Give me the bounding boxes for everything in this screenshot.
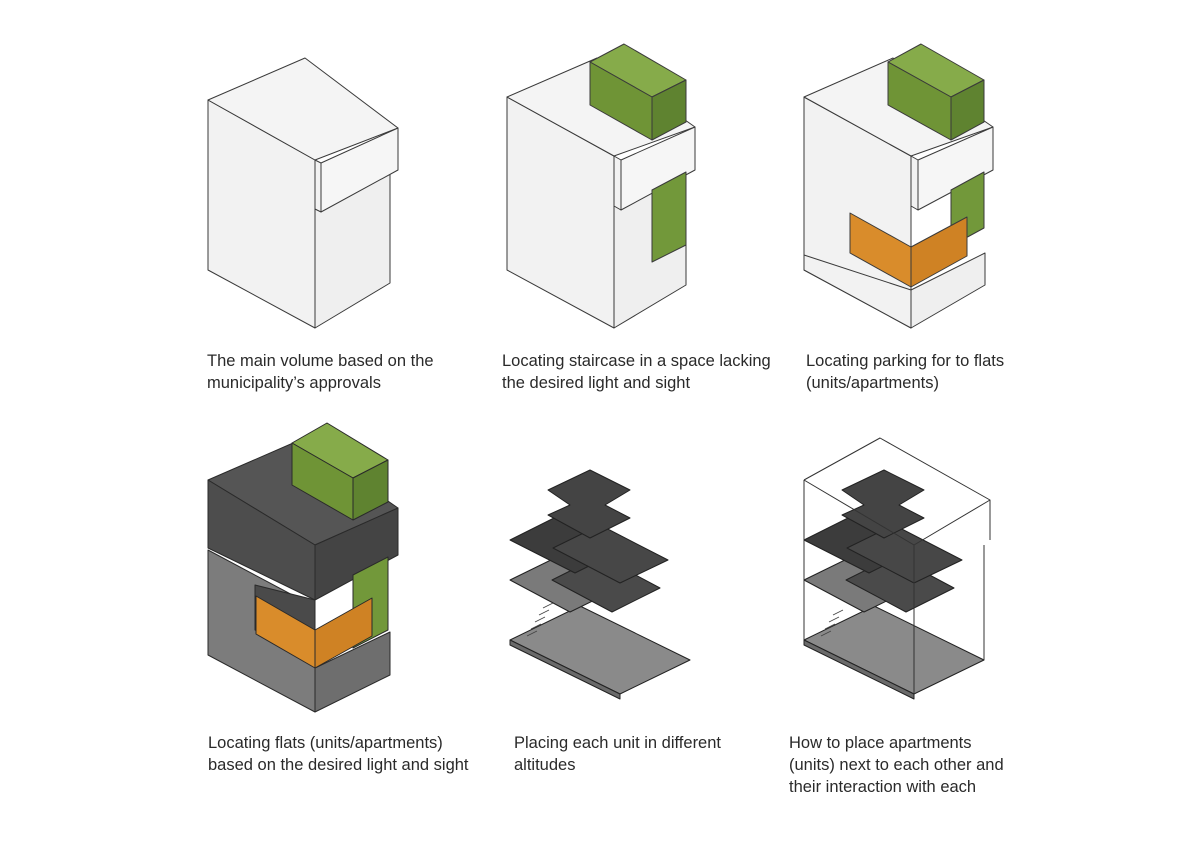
wireframe-envelope xyxy=(803,437,991,694)
staircase-model xyxy=(506,43,696,329)
caption-line: (units/apartments) xyxy=(806,374,939,392)
volume-overhang-left xyxy=(910,155,919,211)
caption-interaction: How to place apartments (units) next to … xyxy=(789,732,1004,798)
caption-line: Locating flats (units/apartments) xyxy=(208,734,443,752)
caption-line: altitudes xyxy=(514,756,576,774)
caption-altitudes: Placing each unit in different altitudes xyxy=(514,732,721,776)
flats-model xyxy=(207,422,399,713)
stair-step xyxy=(824,623,836,630)
ground-plate-edge xyxy=(803,639,915,700)
caption-line: their interaction with each xyxy=(789,778,977,796)
caption-line: the desired light and sight xyxy=(502,374,691,392)
stair-step xyxy=(530,623,542,630)
caption-parking: Locating parking for to flats (units/apa… xyxy=(806,350,1004,394)
volume-base-left xyxy=(803,254,912,329)
unit-level-5 xyxy=(841,469,925,539)
caption-line: How to place apartments xyxy=(789,734,972,752)
unit-level-5 xyxy=(547,469,631,539)
volume-overhang-right xyxy=(320,127,399,213)
caption-line: Locating staircase in a space lacking xyxy=(502,352,771,370)
ground-plate xyxy=(803,605,985,695)
ground-plate xyxy=(509,605,691,695)
caption-flats: Locating flats (units/apartments) based … xyxy=(208,732,469,776)
altitudes-model xyxy=(509,469,691,700)
stair-step xyxy=(828,616,840,623)
caption-line: The main volume based on the xyxy=(207,352,434,370)
volume-overhang-left xyxy=(613,155,622,211)
stair-step xyxy=(820,630,832,637)
stair-step xyxy=(538,609,550,616)
caption-line: based on the desired light and sight xyxy=(208,756,469,774)
volume-overhang-right xyxy=(620,126,696,211)
stair-step xyxy=(526,630,538,637)
staircase-side xyxy=(352,459,389,521)
caption-line: Locating parking for to flats xyxy=(806,352,1005,370)
main-volume-model xyxy=(207,57,399,329)
staircase-shaft xyxy=(651,171,687,263)
staircase-side xyxy=(950,79,985,141)
stair-flight xyxy=(820,609,844,637)
parking-right-wall xyxy=(314,597,373,669)
caption-line: municipality’s approvals xyxy=(207,374,381,392)
volume-overhang-left xyxy=(314,159,322,213)
stair-step xyxy=(832,609,844,616)
stair-step xyxy=(534,616,546,623)
ground-plate-edge xyxy=(509,639,621,700)
caption-staircase: Locating staircase in a space lacking th… xyxy=(502,350,771,394)
parking-model xyxy=(803,43,994,329)
volume-overhang-right xyxy=(917,126,994,211)
stair-step xyxy=(542,602,554,609)
flats-right-face xyxy=(314,507,399,601)
caption-main-volume: The main volume based on the municipalit… xyxy=(207,350,434,394)
caption-line: (units) next to each other and xyxy=(789,756,1004,774)
interaction-model xyxy=(803,437,991,700)
parking-right-wall xyxy=(910,216,968,288)
lower-right-face xyxy=(314,631,391,713)
stair-flight xyxy=(526,602,554,637)
caption-line: Placing each unit in different xyxy=(514,734,721,752)
staircase-side xyxy=(651,79,687,141)
